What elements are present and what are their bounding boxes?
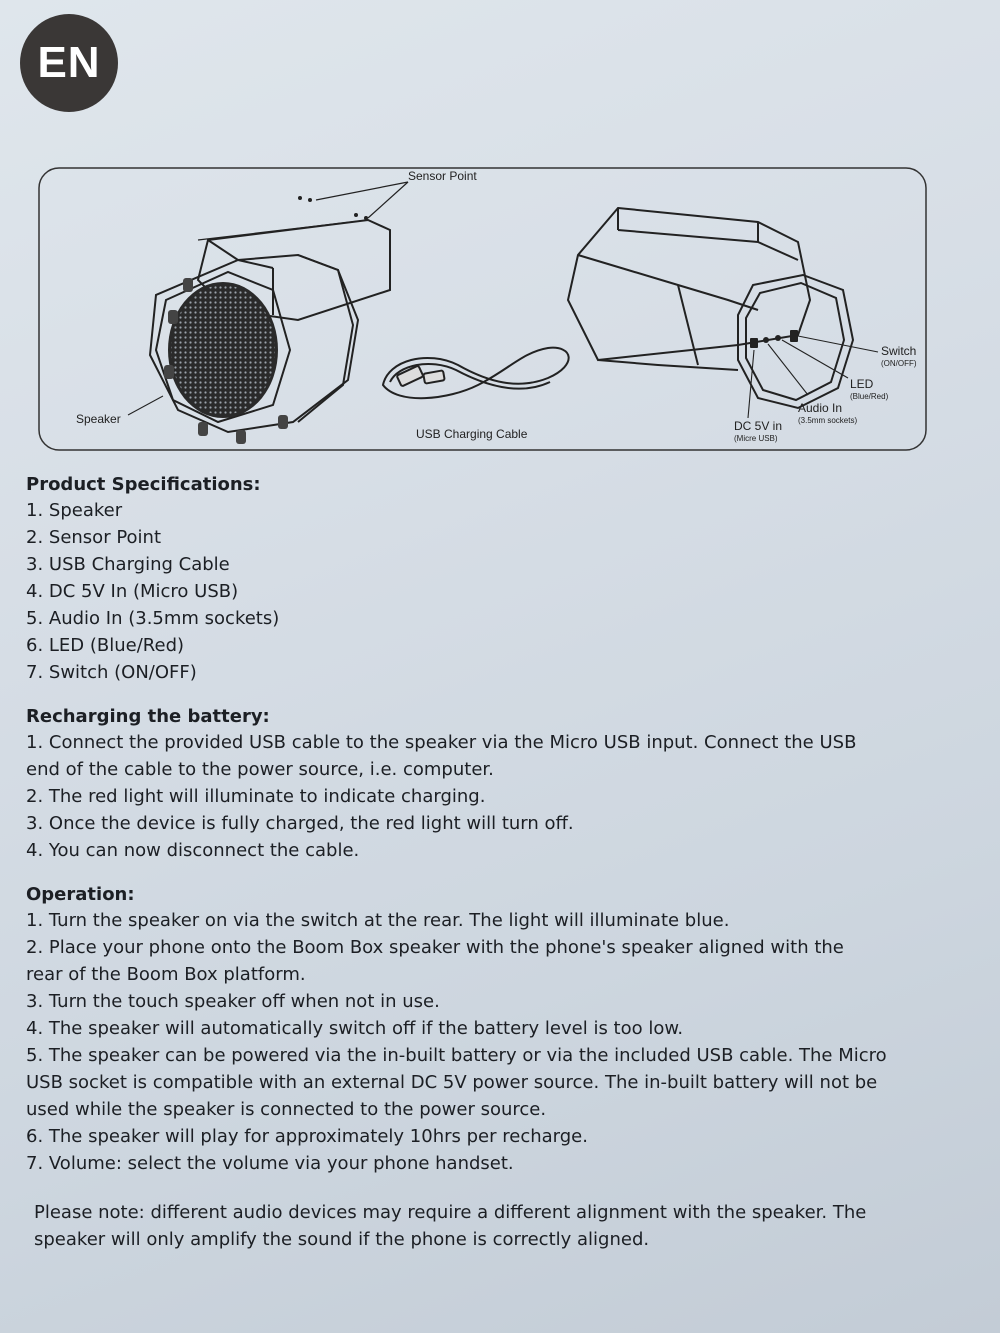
operation-line: USB socket is compatible with an externa… (26, 1072, 878, 1093)
operation-line: used while the speaker is connected to t… (26, 1099, 547, 1120)
speaker-top-edge (197, 219, 369, 241)
operation-line: 7. Volume: select the volume via your ph… (26, 1153, 514, 1174)
usb-cable-illustration (381, 346, 570, 400)
label-audio-in: Audio In (798, 401, 842, 415)
label-led-sub: (Blue/Red) (850, 392, 889, 401)
sensor-leader-1 (315, 181, 409, 201)
product-specifications-section: Product Specifications: 1. Speaker 2. Se… (26, 474, 966, 686)
operation-section: Operation: 1. Turn the speaker on via th… (26, 884, 966, 1177)
rear-ports (750, 330, 798, 348)
operation-line: 1. Turn the speaker on via the switch at… (26, 910, 730, 931)
speaker-front-illustration (148, 218, 391, 434)
specs-title: Product Specifications: (26, 474, 261, 495)
recharging-line: end of the cable to the power source, i.… (26, 759, 494, 780)
note-line: Please note: different audio devices may… (34, 1202, 867, 1223)
operation-title: Operation: (26, 884, 135, 905)
note-section: Please note: different audio devices may… (26, 1199, 966, 1253)
operation-line: 3. Turn the touch speaker off when not i… (26, 991, 440, 1012)
micro-usb-port-icon (750, 338, 758, 348)
note-line: speaker will only amplify the sound if t… (34, 1229, 650, 1250)
label-sensor-point: Sensor Point (408, 169, 477, 183)
label-dc-in-sub: (Micre USB) (734, 434, 778, 443)
operation-line: 2. Place your phone onto the Boom Box sp… (26, 937, 844, 958)
operation-line: 5. The speaker can be powered via the in… (26, 1045, 887, 1066)
audio-in-socket-icon (763, 337, 769, 343)
label-switch: Switch (881, 344, 916, 358)
sensor-leader-2 (367, 181, 409, 219)
rear-leaders (747, 335, 879, 419)
operation-line: 4. The speaker will automatically switch… (26, 1018, 684, 1039)
label-dc-in: DC 5V in (734, 419, 782, 433)
label-audio-in-sub: (3.5mm sockets) (798, 416, 857, 425)
product-diagram: Sensor Point Speaker USB Charging Cable (38, 160, 928, 455)
recharging-line: 3. Once the device is fully charged, the… (26, 813, 574, 834)
spec-item: 5. Audio In (3.5mm sockets) (26, 608, 280, 629)
speaker-rear-illustration (566, 206, 855, 410)
diagram-svg: Sensor Point Speaker USB Charging Cable (38, 167, 927, 451)
spec-item: 7. Switch (ON/OFF) (26, 662, 197, 683)
diagram-frame (38, 167, 927, 451)
recharging-line: 2. The red light will illuminate to indi… (26, 786, 486, 807)
spec-item: 1. Speaker (26, 500, 123, 521)
switch-icon (790, 330, 798, 342)
label-speaker: Speaker (76, 412, 121, 426)
recharging-line: 4. You can now disconnect the cable. (26, 840, 360, 861)
language-badge: EN (20, 14, 118, 112)
operation-line: 6. The speaker will play for approximate… (26, 1126, 588, 1147)
speaker-leader (127, 395, 164, 416)
sensor-point-marks (298, 196, 368, 220)
speaker-feet (164, 278, 288, 444)
spec-item: 4. DC 5V In (Micro USB) (26, 581, 239, 602)
spec-item: 2. Sensor Point (26, 527, 162, 548)
label-usb-cable: USB Charging Cable (416, 427, 528, 441)
recharging-title: Recharging the battery: (26, 706, 270, 727)
label-led: LED (850, 377, 874, 391)
recharging-section: Recharging the battery: 1. Connect the p… (26, 706, 966, 864)
label-switch-sub: (ON/OFF) (881, 359, 917, 368)
instructions-text: Product Specifications: 1. Speaker 2. Se… (26, 474, 966, 1253)
speaker-grille (168, 282, 278, 418)
recharging-line: 1. Connect the provided USB cable to the… (26, 732, 857, 753)
operation-line: rear of the Boom Box platform. (26, 964, 306, 985)
spec-item: 6. LED (Blue/Red) (26, 635, 185, 656)
led-icon (775, 335, 781, 341)
spec-item: 3. USB Charging Cable (26, 554, 230, 575)
